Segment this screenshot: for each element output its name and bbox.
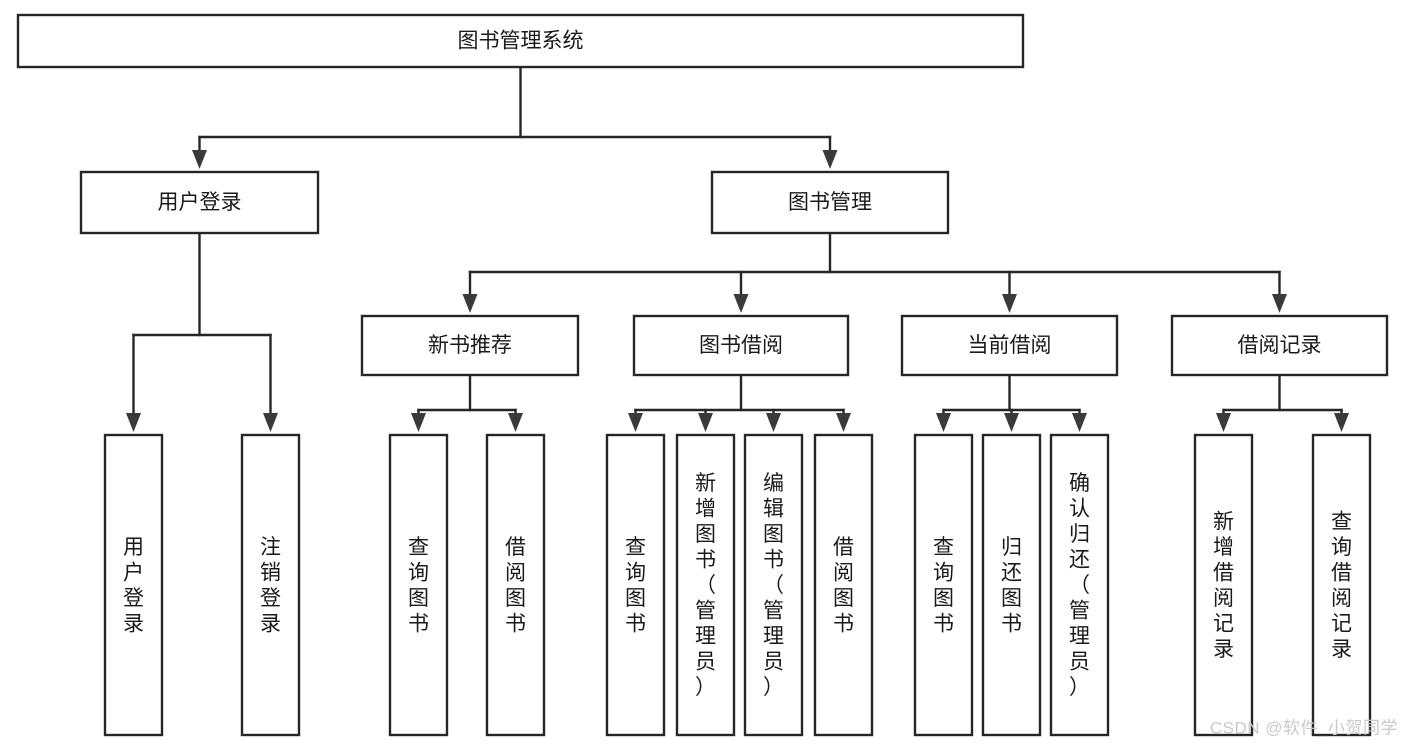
- node-box-leaf-book-add: [675, 433, 736, 737]
- node-label-leaf-cur-confirm: 确认归还（管理员）: [1069, 472, 1090, 699]
- node-label-leaf-logout: 注销登录: [260, 535, 281, 635]
- node-box-leaf-cur-return: [981, 433, 1042, 737]
- node-box-user-login: [79, 170, 320, 235]
- node-label-leaf-rec-add: 新增借阅记录: [1213, 510, 1234, 661]
- node-leaf-borrow-book[interactable]: 借阅图书: [813, 433, 874, 737]
- node-borrow-record[interactable]: 借阅记录: [1170, 314, 1389, 377]
- node-leaf-rec-query2[interactable]: 查询借阅记录: [1311, 433, 1372, 737]
- node-label-leaf-book-edit: 编辑图书（管理员）: [763, 472, 784, 699]
- node-leaf-borrow-query[interactable]: 查询图书: [605, 433, 666, 737]
- node-leaf-user-login[interactable]: 用户登录: [103, 433, 164, 737]
- node-box-leaf-rec-borrow: [485, 433, 546, 737]
- node-leaf-rec-add[interactable]: 新增借阅记录: [1193, 433, 1254, 737]
- node-label-leaf-borrow-query: 查询图书: [625, 535, 646, 635]
- node-box-leaf-rec-add: [1193, 433, 1254, 737]
- connectors-layer: [126, 65, 1349, 432]
- node-box-leaf-cur-confirm: [1049, 433, 1110, 737]
- node-box-new-book-rec: [360, 314, 580, 377]
- node-label-leaf-book-add: 新增图书（管理员）: [695, 472, 716, 699]
- node-label-leaf-rec-query2: 查询借阅记录: [1331, 510, 1352, 661]
- node-root[interactable]: 图书管理系统: [16, 13, 1025, 69]
- node-label-new-book-rec: 新书推荐: [428, 334, 512, 357]
- node-leaf-cur-query[interactable]: 查询图书: [913, 433, 974, 737]
- node-leaf-cur-return[interactable]: 归还图书: [981, 433, 1042, 737]
- node-book-mgmt[interactable]: 图书管理: [710, 170, 950, 235]
- node-box-book-mgmt: [710, 170, 950, 235]
- node-box-leaf-borrow-query: [605, 433, 666, 737]
- node-label-current-borrow: 当前借阅: [968, 334, 1052, 357]
- node-current-borrow[interactable]: 当前借阅: [900, 314, 1119, 377]
- node-label-root: 图书管理系统: [458, 30, 584, 53]
- node-label-leaf-user-login: 用户登录: [123, 535, 144, 635]
- node-box-leaf-logout: [240, 433, 301, 737]
- node-box-leaf-rec-query2: [1311, 433, 1372, 737]
- node-leaf-book-edit[interactable]: 编辑图书（管理员）: [743, 433, 804, 737]
- node-leaf-logout[interactable]: 注销登录: [240, 433, 301, 737]
- node-label-book-borrow: 图书借阅: [699, 334, 783, 357]
- watermark-label: CSDN @软件_小贺同学: [1210, 718, 1398, 737]
- node-label-borrow-record: 借阅记录: [1238, 334, 1322, 357]
- node-book-borrow[interactable]: 图书借阅: [632, 314, 850, 377]
- node-label-user-login: 用户登录: [158, 191, 242, 214]
- node-leaf-rec-borrow[interactable]: 借阅图书: [485, 433, 546, 737]
- node-box-leaf-borrow-book: [813, 433, 874, 737]
- node-new-book-rec[interactable]: 新书推荐: [360, 314, 580, 377]
- node-user-login[interactable]: 用户登录: [79, 170, 320, 235]
- node-leaf-cur-confirm[interactable]: 确认归还（管理员）: [1049, 433, 1110, 737]
- node-label-leaf-borrow-book: 借阅图书: [833, 535, 854, 635]
- node-label-leaf-cur-return: 归还图书: [1001, 535, 1022, 635]
- node-box-leaf-user-login: [103, 433, 164, 737]
- node-box-borrow-record: [1170, 314, 1389, 377]
- node-box-leaf-book-edit: [743, 433, 804, 737]
- node-box-leaf-cur-query: [913, 433, 974, 737]
- node-box-current-borrow: [900, 314, 1119, 377]
- node-leaf-book-add[interactable]: 新增图书（管理员）: [675, 433, 736, 737]
- node-label-leaf-rec-query: 查询图书: [408, 535, 429, 635]
- node-label-leaf-rec-borrow: 借阅图书: [505, 535, 526, 635]
- nodes-layer: 图书管理系统用户登录图书管理新书推荐图书借阅当前借阅借阅记录用户登录注销登录查询…: [16, 13, 1389, 737]
- node-label-leaf-cur-query: 查询图书: [933, 535, 954, 635]
- node-leaf-rec-query[interactable]: 查询图书: [388, 433, 449, 737]
- node-box-book-borrow: [632, 314, 850, 377]
- node-label-book-mgmt: 图书管理: [788, 191, 872, 214]
- node-box-leaf-rec-query: [388, 433, 449, 737]
- node-box-root: [16, 13, 1025, 69]
